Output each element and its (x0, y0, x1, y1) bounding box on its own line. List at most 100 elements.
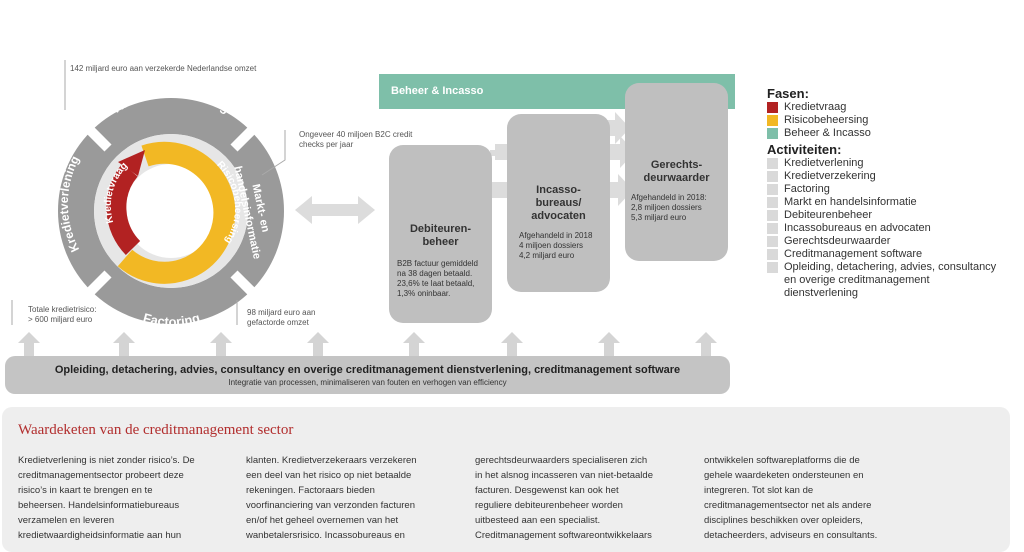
panel-title: Waardeketen van de creditmanagement sect… (18, 422, 294, 438)
title-line: deurwaarder (643, 172, 710, 184)
risicobeheersing-arc (117, 141, 236, 284)
legend-item-fase: Kredietvraag (767, 101, 1022, 114)
panel-text-line: verzamelen en leveren (18, 515, 115, 526)
legend-label: Incassobureaus en advocaten (784, 222, 931, 234)
legend-swatch (767, 210, 778, 221)
legend-item-activiteit: Debiteurenbeheer (767, 209, 1022, 222)
legend-label: Kredietvraag (784, 101, 847, 113)
box-text: Afgehandeld in 2018: 2,8 miljoen dossier… (631, 193, 728, 223)
panel-text-line: reguliere debiteurenbeheer worden (475, 500, 623, 511)
up-arrow-icon (113, 332, 135, 358)
callout-line: Ongeveer 40 miljoen B2C credit (299, 130, 413, 139)
ring-arrow-icon (237, 300, 252, 315)
legend-fasen-title: Fasen: (767, 86, 809, 101)
text-line: 4 miljoen dossiers (519, 241, 584, 250)
legend-label: Creditmanagement software (784, 248, 923, 260)
callout-line: > 600 miljard euro (28, 315, 93, 324)
legend-label-line: Opleiding, detachering, advies, consulta… (784, 261, 997, 273)
legend-swatch (767, 102, 778, 113)
value-cycle-diagram: Kredietverzekering Factoring Kredietverl… (11, 60, 286, 329)
text-line: 2,8 miljoen dossiers (631, 203, 702, 212)
kredietvraag-arrow-icon (118, 150, 145, 176)
panel-text-line: facturen. Desgewenst kan ook het (475, 485, 619, 496)
up-arrow-icon (210, 332, 232, 358)
description-panel: Waardeketen van de creditmanagement sect… (2, 407, 1010, 552)
legend-label-line: dienstverlening (784, 287, 858, 299)
support-arrows (18, 332, 717, 358)
up-arrow-icon (307, 332, 329, 358)
support-bar-title: Opleiding, detachering, advies, consulta… (54, 364, 681, 376)
legend-swatch (767, 262, 778, 273)
legend-swatch (767, 158, 778, 169)
legend-item-fase: Beheer & Incasso (767, 127, 1022, 140)
legend-label: Factoring (784, 183, 830, 195)
box-incassobureaus: Incasso- bureaus/ advocaten Afgehandeld … (507, 114, 610, 292)
up-arrow-icon (403, 332, 425, 358)
callout-line: 98 miljard euro aan (247, 308, 316, 317)
panel-text-line: creditmanagementsector probeert deze (18, 470, 184, 481)
legend-swatch (767, 128, 778, 139)
legend-item-activiteit: Factoring (767, 183, 1022, 196)
legend-swatch (767, 197, 778, 208)
up-arrow-icon (695, 332, 717, 358)
panel-text-line: rekeningen. Factoraars bieden (246, 485, 375, 496)
panel-text-line: disciplines beschikken over opleiders, (704, 515, 863, 526)
panel-text-line: wanbetalersrisico. Incassobureaus en (246, 530, 405, 541)
legend-item-activiteit: Kredietverlening (767, 157, 1022, 170)
ring-label-factoring: Factoring (141, 310, 201, 329)
legend-swatch (767, 184, 778, 195)
up-arrow-icon (598, 332, 620, 358)
callout-b2c-checks: Ongeveer 40 miljoen B2C credit checks pe… (299, 130, 412, 150)
legend-swatch (767, 115, 778, 126)
box-text: B2B factuur gemiddeld na 38 dagen betaal… (397, 259, 492, 299)
title-line: Gerechts- (650, 159, 703, 171)
box-gerechtsdeurwaarder: Gerechts- deurwaarder Afgehandeld in 201… (625, 83, 728, 261)
legend-swatch (767, 171, 778, 182)
legend-item-fase: Risicobeheersing (767, 114, 1022, 127)
legend-label-line: en overige creditmanagement (784, 274, 930, 286)
legend-label: Opleiding, detachering, advies, consulta… (784, 261, 996, 300)
legend-item-opleiding: Opleiding, detachering, advies, consulta… (767, 261, 1022, 300)
legend-label: Markt en handelsinformatie (784, 196, 917, 208)
panel-text-line: een deel van het risico op niet betaalde (246, 470, 412, 481)
svg-text:Factoring: Factoring (141, 310, 201, 329)
legend-activiteiten-title: Activiteiten: (767, 142, 842, 157)
ring-arrow-icon (90, 300, 105, 315)
legend-item-activiteit: Markt en handelsinformatie (767, 196, 1022, 209)
text-line: 1,3% oninbaar. (397, 289, 451, 298)
box-title: Incasso- bureaus/ advocaten (507, 184, 610, 223)
panel-text-line: detacheerders, adviseurs en consultants. (704, 530, 878, 541)
up-arrow-icon (501, 332, 523, 358)
callout-verzekerde-omzet: 142 miljard euro aan verzekerde Nederlan… (70, 64, 257, 73)
panel-text-line: Kredietverlening is niet zonder risico’s… (18, 455, 195, 466)
legend-item-activiteit: Gerechtsdeurwaarder (767, 235, 1022, 248)
legend-item-activiteit: Incassobureaus en advocaten (767, 222, 1022, 235)
kredietvraag-arc (106, 163, 141, 256)
panel-text-line: gerechtsdeurwaarders specialiseren zich (475, 455, 648, 466)
title-line: beheer (422, 236, 459, 248)
box-title: Debiteuren- beheer (389, 223, 492, 249)
ring-arrow-icon (90, 107, 105, 122)
panel-text-line: gehele waardeketen ondersteunen en (704, 470, 864, 481)
legend-item-activiteit: Creditmanagement software (767, 248, 1022, 261)
panel-text-line: ontwikkelen softwareplatforms die de (704, 455, 860, 466)
text-line: na 38 dagen betaald. (397, 269, 473, 278)
callout-kredietrisico: Totale kredietrisico: > 600 miljard euro (28, 305, 96, 325)
text-line: 5,3 miljard euro (631, 213, 687, 222)
text-line: 23,6% te laat betaald, (397, 279, 475, 288)
title-line: Debiteuren- (409, 223, 472, 235)
support-bar: Opleiding, detachering, advies, consulta… (5, 356, 730, 394)
legend-swatch (767, 236, 778, 247)
callout-line: checks per jaar (299, 140, 354, 149)
title-line: bureaus/ (535, 197, 582, 209)
support-bar-subtitle: Integratie van processen, minimaliseren … (228, 378, 507, 387)
legend-item-activiteit: Kredietverzekering (767, 170, 1022, 183)
legend-label: Gerechtsdeurwaarder (784, 235, 891, 247)
text-line: B2B factuur gemiddeld (397, 259, 478, 268)
callout-line: Totale kredietrisico: (28, 305, 97, 314)
legend-swatch (767, 249, 778, 260)
text-line: 4,2 miljard euro (519, 251, 575, 260)
